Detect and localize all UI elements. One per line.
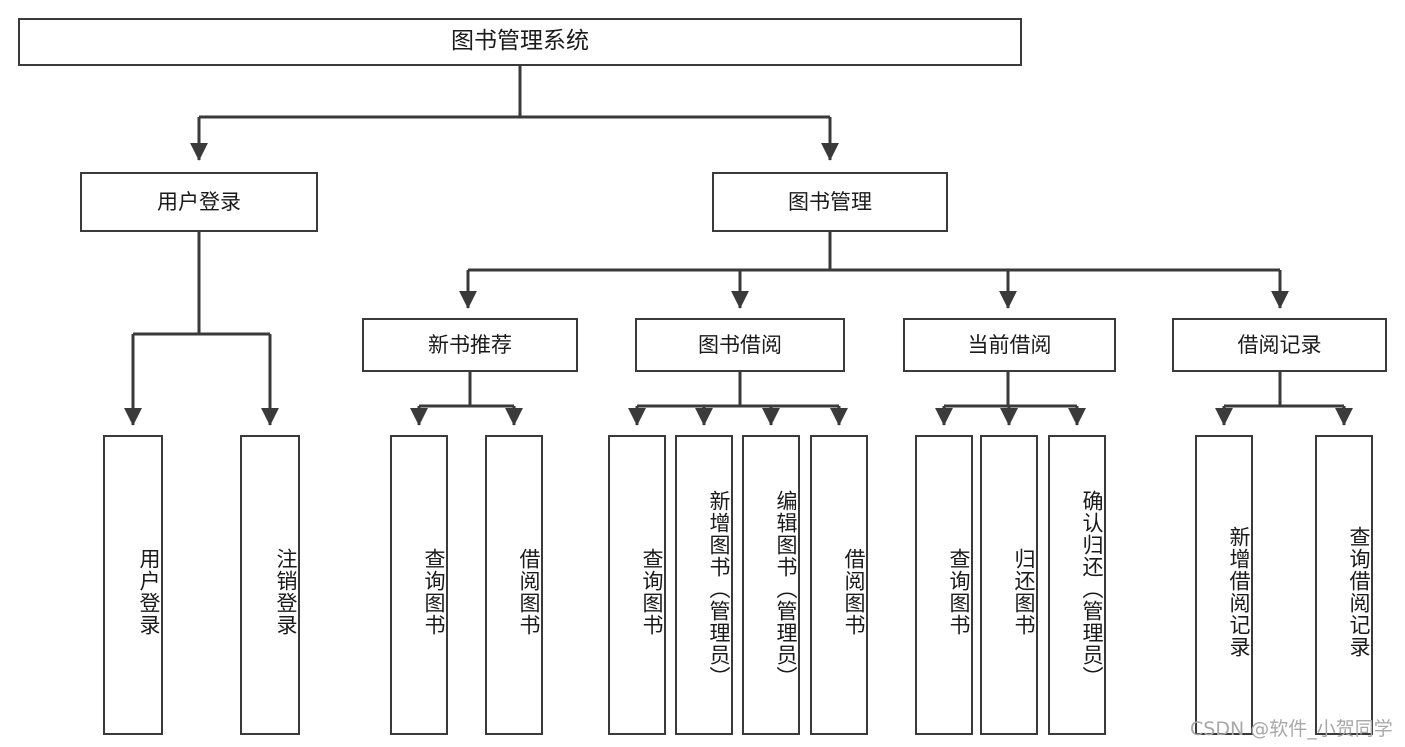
leaf-user-login[interactable]: 用户登录 <box>103 435 163 735</box>
leaf-return-book[interactable]: 归还图书 <box>980 435 1038 735</box>
leaf-return-book-label: 归还图书 <box>1012 548 1036 636</box>
leaf-borrow-query-book[interactable]: 查询图书 <box>608 435 666 735</box>
leaf-add-borrow-record[interactable]: 新增借阅记录 <box>1195 435 1253 735</box>
leaf-edit-book-admin-label: 编辑图书（管理员） <box>774 490 798 688</box>
leaf-logout-login-label: 注销登录 <box>274 548 298 636</box>
leaf-user-login-label: 用户登录 <box>137 548 161 636</box>
node-current-borrow[interactable]: 当前借阅 <box>903 318 1116 372</box>
node-current-borrow-label: 当前借阅 <box>967 332 1052 357</box>
leaf-newbook-query-book-label: 查询图书 <box>422 548 446 636</box>
leaf-borrow-borrow-book[interactable]: 借阅图书 <box>810 435 868 735</box>
leaf-add-book-admin[interactable]: 新增图书（管理员） <box>675 435 733 735</box>
node-new-book-recommend[interactable]: 新书推荐 <box>362 318 578 372</box>
leaf-add-borrow-record-label: 新增借阅记录 <box>1227 526 1251 658</box>
node-borrow-record[interactable]: 借阅记录 <box>1172 318 1387 372</box>
leaf-newbook-borrow-book[interactable]: 借阅图书 <box>485 435 543 735</box>
node-new-book-recommend-label: 新书推荐 <box>428 332 512 357</box>
leaf-add-book-admin-label: 新增图书（管理员） <box>707 490 731 688</box>
node-user-login-label: 用户登录 <box>157 189 241 214</box>
leaf-borrow-borrow-book-label: 借阅图书 <box>842 548 866 636</box>
leaf-query-borrow-record[interactable]: 查询借阅记录 <box>1315 435 1373 735</box>
node-book-management[interactable]: 图书管理 <box>712 172 948 232</box>
node-root[interactable]: 图书管理系统 <box>18 18 1022 66</box>
node-book-borrow-label: 图书借阅 <box>698 332 782 357</box>
leaf-logout-login[interactable]: 注销登录 <box>240 435 300 735</box>
leaf-confirm-return-admin[interactable]: 确认归还（管理员） <box>1048 435 1106 735</box>
node-user-login[interactable]: 用户登录 <box>80 172 318 232</box>
node-book-borrow[interactable]: 图书借阅 <box>635 318 845 372</box>
leaf-newbook-borrow-book-label: 借阅图书 <box>517 548 541 636</box>
leaf-current-query-book-label: 查询图书 <box>947 548 971 636</box>
leaf-confirm-return-admin-label: 确认归还（管理员） <box>1080 490 1104 688</box>
leaf-borrow-query-book-label: 查询图书 <box>640 548 664 636</box>
leaf-newbook-query-book[interactable]: 查询图书 <box>390 435 448 735</box>
leaf-query-borrow-record-label: 查询借阅记录 <box>1347 526 1371 658</box>
node-borrow-record-label: 借阅记录 <box>1237 332 1322 357</box>
node-root-label: 图书管理系统 <box>451 28 589 55</box>
node-book-management-label: 图书管理 <box>788 189 872 214</box>
leaf-edit-book-admin[interactable]: 编辑图书（管理员） <box>742 435 800 735</box>
leaf-current-query-book[interactable]: 查询图书 <box>915 435 973 735</box>
